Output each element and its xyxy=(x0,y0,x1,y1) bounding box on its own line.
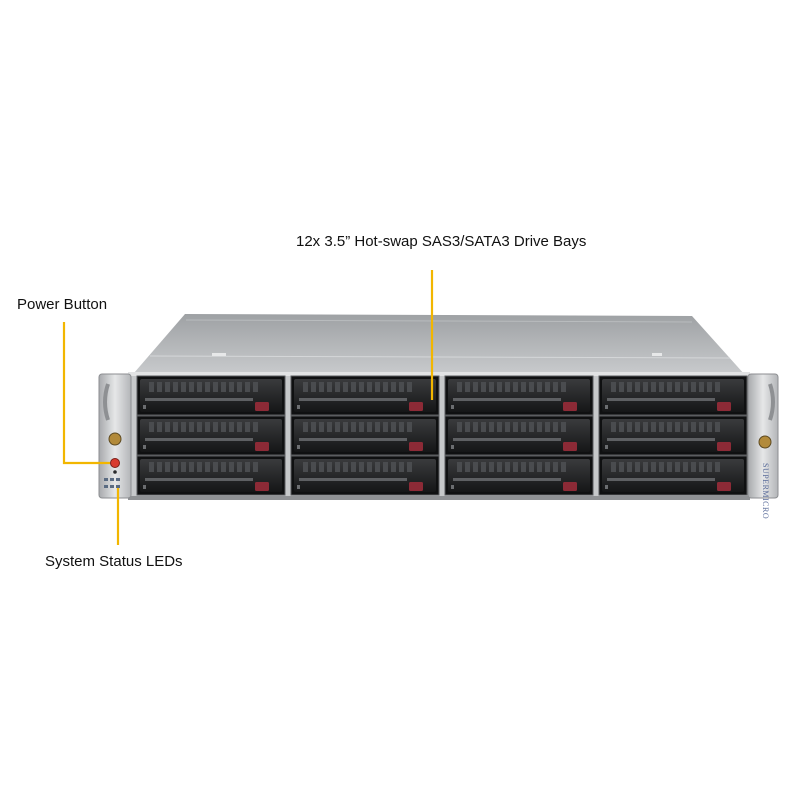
drive-release-latch xyxy=(717,442,731,451)
drive-bay-4[interactable] xyxy=(598,375,748,416)
drive-bay-5[interactable] xyxy=(136,415,286,456)
chassis-top-cover xyxy=(134,314,745,375)
drive-bay-8[interactable] xyxy=(598,415,748,456)
drive-bay-3[interactable] xyxy=(444,375,594,416)
drive-bay-7[interactable] xyxy=(444,415,594,456)
drive-release-latch xyxy=(563,442,577,451)
power-button-callout: Power Button xyxy=(17,296,108,313)
drive-release-latch xyxy=(717,482,731,491)
drive-release-latch xyxy=(409,442,423,451)
drive-release-latch xyxy=(409,402,423,411)
brand-logo: SUPERMICRO xyxy=(761,463,770,519)
callout-lines xyxy=(62,270,434,545)
drive-release-latch xyxy=(255,482,269,491)
drive-release-latch xyxy=(563,482,577,491)
left-rack-ear xyxy=(98,373,132,499)
drive-bay-1[interactable] xyxy=(136,375,286,416)
drive-bay-2[interactable] xyxy=(290,375,440,416)
status-led-icon xyxy=(104,478,120,488)
power-button-icon[interactable] xyxy=(110,458,120,468)
right-rack-ear: SUPERMICRO xyxy=(747,373,779,519)
drive-bay-11[interactable] xyxy=(444,455,594,496)
drive-release-latch xyxy=(409,482,423,491)
thumbscrew-icon xyxy=(108,432,122,446)
status-leds-callout: System Status LEDs xyxy=(45,553,183,570)
drive-bay-6[interactable] xyxy=(290,415,440,456)
drive-bay-12[interactable] xyxy=(598,455,748,496)
drive-release-latch xyxy=(255,402,269,411)
drive-bays-callout: 12x 3.5” Hot-swap SAS3/SATA3 Drive Bays xyxy=(296,233,587,250)
reset-button-icon[interactable] xyxy=(113,470,117,474)
thumbscrew-icon xyxy=(758,435,772,449)
drive-release-latch xyxy=(717,402,731,411)
drive-bay-10[interactable] xyxy=(290,455,440,496)
drive-release-latch xyxy=(563,402,577,411)
drive-bay-9[interactable] xyxy=(136,455,286,496)
drive-release-latch xyxy=(255,442,269,451)
power-button-callout-line xyxy=(62,322,110,465)
drive-bay-grid xyxy=(136,375,748,496)
